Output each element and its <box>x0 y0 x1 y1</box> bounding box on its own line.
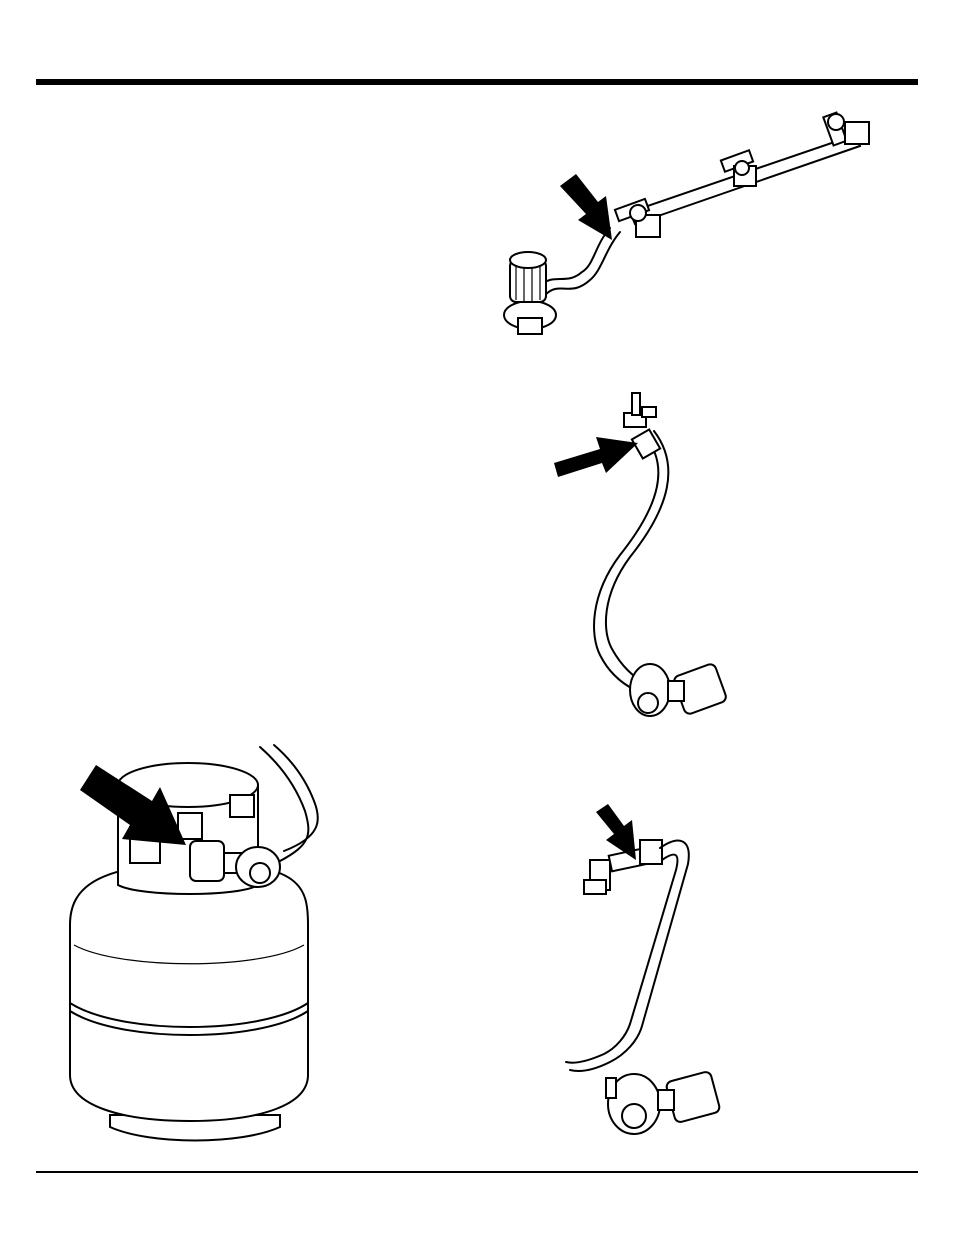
hose-regulator-icon <box>593 392 727 717</box>
propane-tank-icon <box>69 744 319 1142</box>
arrow-icon <box>80 765 186 845</box>
arrow-icon <box>554 437 638 477</box>
hose-regulator-figure <box>554 392 727 717</box>
burner-manifold-figure <box>503 111 870 335</box>
header-rule <box>36 79 918 85</box>
burner-manifold-icon <box>503 111 870 335</box>
hose-regulator-valve-figure <box>565 804 721 1135</box>
hose-regulator-valve-icon <box>565 839 721 1135</box>
footer-rule <box>36 1171 918 1173</box>
propane-tank-figure <box>69 744 319 1142</box>
arrow-icon <box>560 174 612 240</box>
arrow-icon <box>596 804 636 860</box>
